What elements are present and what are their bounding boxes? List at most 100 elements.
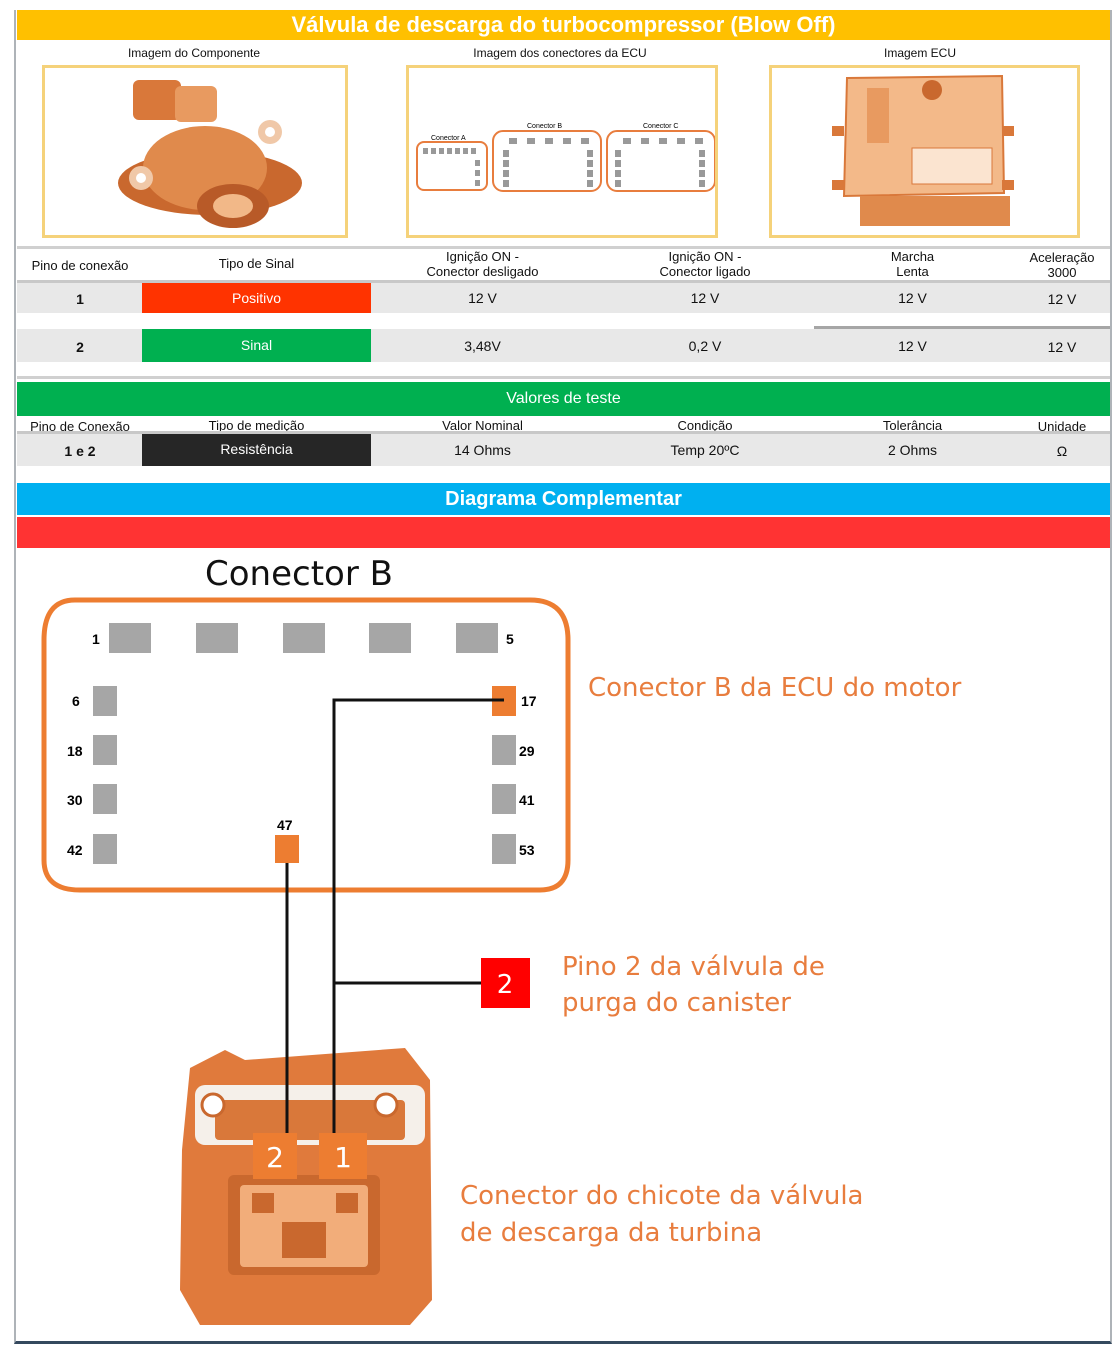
header-ign-on: Ignição ON -Conector ligado bbox=[600, 249, 810, 279]
pin-label-5: 5 bbox=[506, 631, 514, 647]
pin-30 bbox=[93, 784, 117, 814]
harness-connector-picture bbox=[180, 1048, 432, 1325]
header-ign-off-line2: Conector desligado bbox=[426, 264, 539, 279]
label-ecu-connector: Conector B da ECU do motor bbox=[588, 673, 962, 703]
row1-ign-off: 12 V bbox=[468, 290, 497, 306]
pin-4 bbox=[369, 623, 411, 653]
row2-ign-off: 3,48V bbox=[464, 338, 501, 354]
test-values-title: Valores de teste bbox=[17, 382, 1110, 416]
page-frame bbox=[14, 10, 1112, 1344]
row1-accel: 12 V bbox=[1047, 291, 1077, 307]
pin-41 bbox=[492, 784, 516, 814]
pin-label-6: 6 bbox=[72, 693, 80, 709]
row-divider bbox=[17, 431, 1110, 434]
component-image bbox=[42, 65, 348, 238]
test-header-type: Tipo de medição bbox=[208, 418, 305, 433]
harness-pin-1 bbox=[319, 1133, 367, 1179]
pin-3 bbox=[283, 623, 325, 653]
pin-6 bbox=[93, 686, 117, 716]
connector-a-caption: Conector A bbox=[431, 135, 466, 142]
pin-label-42: 42 bbox=[67, 842, 83, 858]
ecu-image bbox=[769, 65, 1080, 238]
test-condition: Temp 20ºC bbox=[670, 442, 740, 458]
wire-pin17-to-harness-pin1 bbox=[332, 698, 504, 1138]
row-divider bbox=[814, 326, 1110, 329]
header-ign-on-line1: Ignição ON - bbox=[668, 249, 742, 264]
connector-c-outline bbox=[606, 130, 715, 192]
ecu-connectors-picture: Conector A Conector B Conector C bbox=[416, 123, 715, 192]
row2-ign-on: 0,2 V bbox=[688, 338, 722, 354]
test-unit: Ω bbox=[1056, 443, 1068, 459]
header-idle-line1: Marcha bbox=[890, 249, 935, 264]
label-canister-pin-line1: Pino 2 da válvula de bbox=[562, 952, 825, 982]
pin-label-1: 1 bbox=[92, 631, 100, 647]
connector-b-outline bbox=[41, 597, 571, 893]
header-signal-type: Tipo de Sinal bbox=[218, 256, 295, 271]
header-accel-line2: 3000 bbox=[1047, 265, 1077, 280]
pin-label-30: 30 bbox=[67, 792, 83, 808]
test-pin: 1 e 2 bbox=[64, 443, 96, 459]
row1-ign-on: 12 V bbox=[690, 290, 720, 306]
label-canister-pin-line2: purga do canister bbox=[562, 988, 791, 1018]
ecu-connectors-image: Conector A Conector B Conector C bbox=[406, 65, 718, 238]
connector-b-outline bbox=[492, 130, 602, 192]
test-header-condition: Condição bbox=[677, 418, 733, 433]
pin-label-29: 29 bbox=[519, 743, 535, 759]
blow-off-valve-picture bbox=[118, 80, 302, 228]
row1-pin: 1 bbox=[76, 291, 84, 307]
ecu-picture bbox=[832, 74, 1014, 226]
header-ign-off-line1: Ignição ON - bbox=[446, 249, 519, 264]
pin-table-top-rule bbox=[17, 246, 1110, 249]
header-ign-on-line2: Conector ligado bbox=[659, 264, 751, 279]
row1-idle: 12 V bbox=[898, 290, 927, 306]
canister-pin-2-box bbox=[481, 958, 530, 1008]
connectors-image-label: Imagem dos conectores da ECU bbox=[473, 46, 647, 60]
header-accel-line1: Aceleração bbox=[1029, 250, 1095, 265]
row2-pin: 2 bbox=[76, 339, 84, 355]
header-ign-off: Ignição ON -Conector desligado bbox=[375, 249, 590, 279]
pin-label-18: 18 bbox=[67, 743, 83, 759]
pin-1 bbox=[109, 623, 151, 653]
connector-a-outline bbox=[416, 141, 488, 191]
diagram-title: Diagrama Complementar bbox=[17, 483, 1110, 515]
header-idle-line2: Lenta bbox=[896, 264, 929, 279]
label-harness-line1: Conector do chicote da válvula bbox=[460, 1181, 864, 1211]
pin-42 bbox=[93, 834, 117, 864]
pin-label-41: 41 bbox=[519, 792, 535, 808]
test-header-nominal: Valor Nominal bbox=[442, 418, 523, 433]
pin-2 bbox=[196, 623, 238, 653]
test-tolerance: 2 Ohms bbox=[887, 442, 937, 458]
pin-53 bbox=[492, 834, 516, 864]
test-header-pin: Pino de Conexão bbox=[30, 419, 130, 434]
ecu-image-label: Imagem ECU bbox=[883, 46, 957, 60]
pin-5 bbox=[456, 623, 498, 653]
test-nominal: 14 Ohms bbox=[454, 442, 511, 458]
row2-accel: 12 V bbox=[1047, 339, 1077, 355]
connector-b-caption: Conector B bbox=[527, 123, 562, 130]
connector-b-title: Conector B bbox=[205, 554, 393, 594]
test-header-tolerance: Tolerância bbox=[882, 418, 943, 433]
pin-label-17: 17 bbox=[521, 693, 537, 709]
label-harness-line2: de descarga da turbina bbox=[460, 1218, 763, 1248]
harness-pin-2 bbox=[253, 1133, 297, 1179]
pin-29 bbox=[492, 735, 516, 765]
pin-18 bbox=[93, 735, 117, 765]
page-title: Válvula de descarga do turbocompressor (… bbox=[17, 10, 1110, 40]
test-header-unit: Unidade bbox=[1037, 419, 1087, 434]
diagram-red-bar bbox=[17, 517, 1110, 548]
row2-signal-badge: Sinal bbox=[142, 329, 371, 362]
row-divider bbox=[17, 376, 1110, 379]
test-type-badge: Resistência bbox=[142, 434, 371, 466]
pin-47 bbox=[275, 835, 299, 863]
header-pin: Pino de conexão bbox=[31, 258, 129, 273]
pin-label-47: 47 bbox=[277, 817, 293, 833]
component-image-label: Imagem do Componente bbox=[127, 46, 261, 60]
connector-c-caption: Conector C bbox=[643, 123, 678, 130]
row-divider bbox=[17, 280, 1110, 283]
row2-idle: 12 V bbox=[898, 338, 927, 354]
canister-pin-2-label: 2 bbox=[497, 970, 514, 1000]
pin-label-53: 53 bbox=[519, 842, 535, 858]
harness-pin-2-label: 2 bbox=[266, 1141, 284, 1174]
